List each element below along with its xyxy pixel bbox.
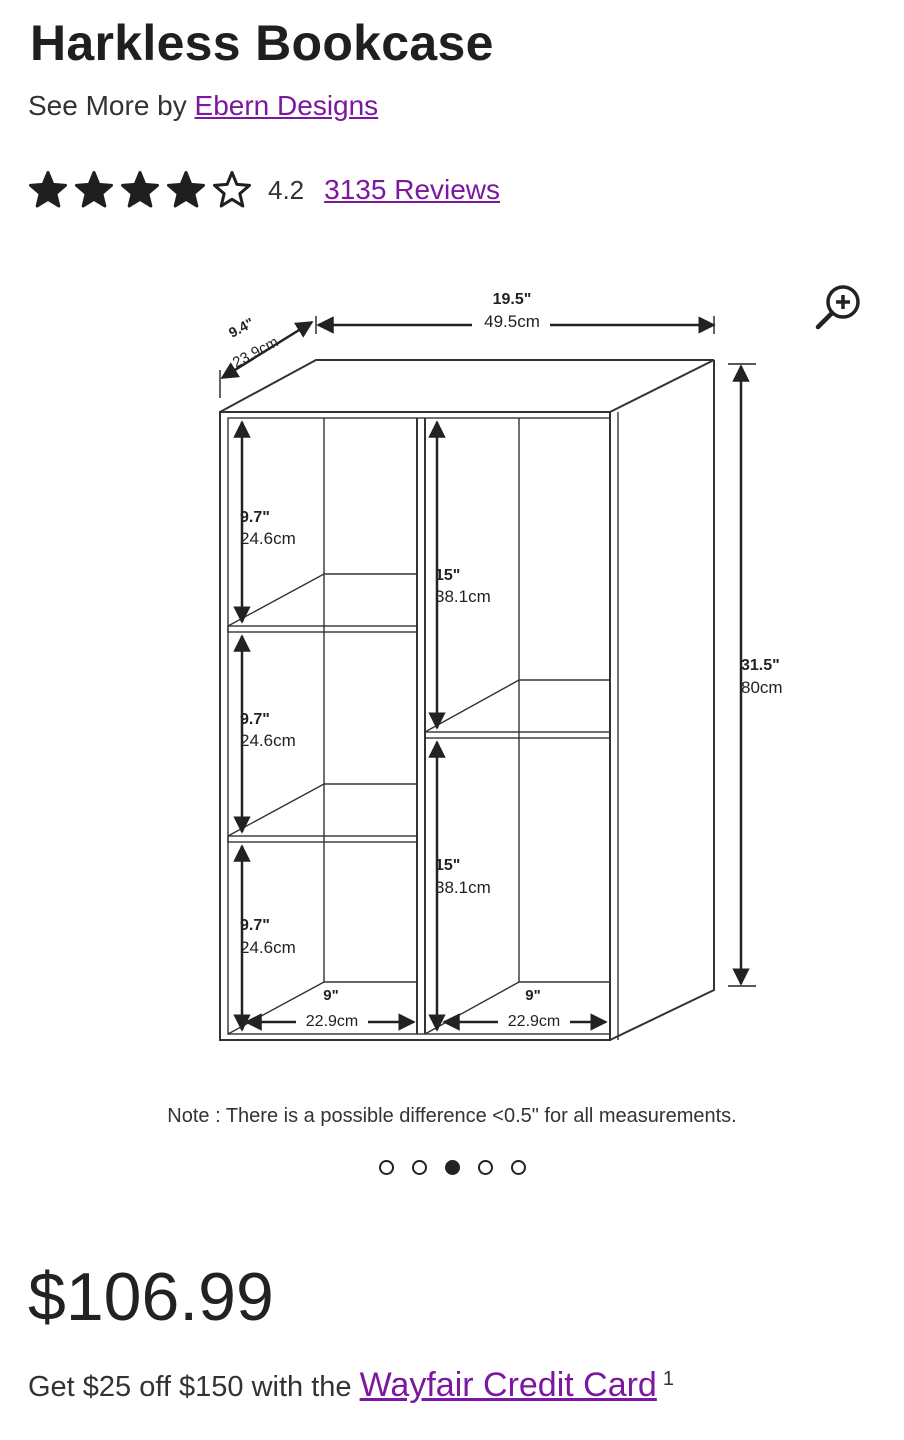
- inner-width-left-cm-label: 22.9cm: [306, 1013, 358, 1030]
- carousel-dot[interactable]: [477, 1160, 493, 1175]
- width-cm-label: 49.5cm: [484, 312, 540, 331]
- carousel-dot[interactable]: [444, 1160, 460, 1175]
- depth-cm-label: 23.9cm: [230, 333, 281, 371]
- inner-width-right-in-label: 9": [525, 987, 540, 1004]
- promo-footnote: 1: [662, 1368, 674, 1391]
- rating-value: 4.2: [268, 174, 305, 205]
- height-cm-label: 80cm: [741, 678, 783, 697]
- star-icon: [75, 171, 113, 208]
- left-shelf-2-cm-label: 24.6cm: [240, 731, 296, 750]
- left-shelf-3-cm-label: 24.6cm: [240, 938, 296, 957]
- product-title: Harkless Bookcase: [30, 15, 494, 71]
- bookcase-dimension-image: 19.5" 49.5cm 9.4" 23.9cm 31.5" 80cm 9.7"…: [219, 291, 783, 1041]
- rating-row: 4.2 3135 Reviews: [28, 168, 500, 212]
- right-shelf-1-in-label: 15": [435, 567, 460, 584]
- reviews-link[interactable]: 3135 Reviews: [324, 174, 501, 205]
- right-shelf-2-cm-label: 38.1cm: [435, 878, 491, 897]
- depth-in-label: 9.4": [226, 314, 257, 340]
- credit-card-promo: Get $25 off $150 with the Wayfair Credit…: [28, 1366, 674, 1405]
- height-in-label: 31.5": [741, 657, 780, 674]
- carousel-dot[interactable]: [411, 1160, 427, 1175]
- measurement-note: Note : There is a possible difference <0…: [167, 1105, 737, 1127]
- right-shelf-2-in-label: 15": [435, 857, 460, 874]
- left-shelf-1-cm-label: 24.6cm: [240, 529, 296, 548]
- star-rating: [28, 170, 258, 210]
- right-shelf-1-cm-label: 38.1cm: [435, 587, 491, 606]
- left-shelf-3-in-label: 9.7": [240, 917, 270, 934]
- carousel-dot[interactable]: [510, 1160, 526, 1175]
- carousel-dots: [0, 1160, 904, 1175]
- left-shelf-1-in-label: 9.7": [240, 509, 270, 526]
- inner-width-left-in-label: 9": [323, 987, 338, 1004]
- carousel-dot[interactable]: [378, 1160, 394, 1175]
- star-icon: [167, 171, 205, 208]
- star-outline-icon: [213, 171, 251, 208]
- star-icon: [29, 171, 67, 208]
- credit-card-link[interactable]: Wayfair Credit Card: [359, 1366, 657, 1404]
- star-icon: [121, 171, 159, 208]
- inner-width-right-cm-label: 22.9cm: [508, 1013, 560, 1030]
- zoom-in-icon[interactable]: [812, 282, 864, 334]
- left-shelf-2-in-label: 9.7": [240, 711, 270, 728]
- see-more-by: See More by Ebern Designs: [28, 90, 378, 122]
- promo-text: Get $25 off $150 with the: [28, 1371, 352, 1403]
- brand-link[interactable]: Ebern Designs: [194, 90, 379, 121]
- see-more-label: See More by: [28, 90, 187, 121]
- width-in-label: 19.5": [493, 291, 532, 308]
- price: $106.99: [28, 1259, 274, 1335]
